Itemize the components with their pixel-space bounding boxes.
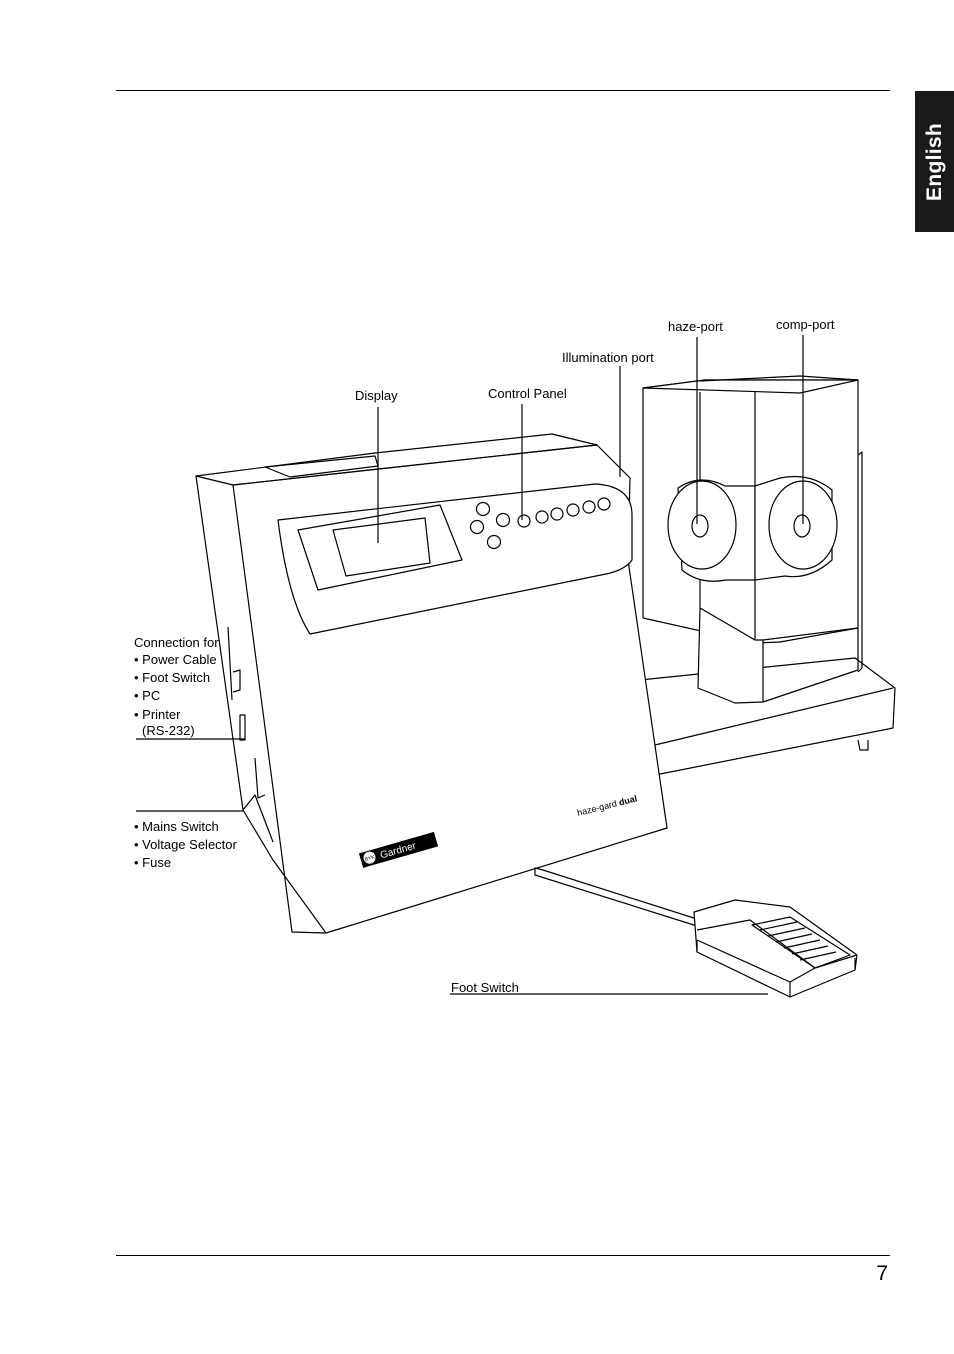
label-illumination-port: Illumination port <box>562 350 654 365</box>
label-haze-port: haze-port <box>668 319 723 334</box>
label-pc: • PC <box>134 688 160 703</box>
foot-switch-cable <box>534 867 701 927</box>
label-foot-switch-connection: • Foot Switch <box>134 670 210 685</box>
label-connection-for: Connection for <box>134 635 219 650</box>
label-rs232: (RS-232) <box>142 723 195 738</box>
label-fuse: • Fuse <box>134 855 171 870</box>
label-power-cable: • Power Cable <box>134 652 217 667</box>
label-voltage-selector: • Voltage Selector <box>134 837 238 852</box>
base-plate <box>639 657 896 776</box>
model-name-bold: dual <box>618 793 638 807</box>
label-control-panel: Control Panel <box>488 386 567 401</box>
foot-switch-pedal <box>693 899 858 998</box>
label-printer: • Printer <box>134 707 181 722</box>
label-display: Display <box>355 388 398 403</box>
label-mains-switch: • Mains Switch <box>134 819 219 834</box>
display-bezel <box>277 483 633 635</box>
brand-logo-mark: BYK <box>364 854 376 863</box>
header-rule <box>116 90 890 91</box>
label-comp-port: comp-port <box>776 317 835 332</box>
display-screen <box>332 517 431 577</box>
footer-rule <box>116 1255 890 1256</box>
language-tab: English <box>915 91 954 232</box>
label-foot-switch: Foot Switch <box>451 980 519 995</box>
page-number: 7 <box>876 1262 888 1285</box>
control-panel <box>469 497 611 550</box>
comp-port <box>754 475 838 581</box>
